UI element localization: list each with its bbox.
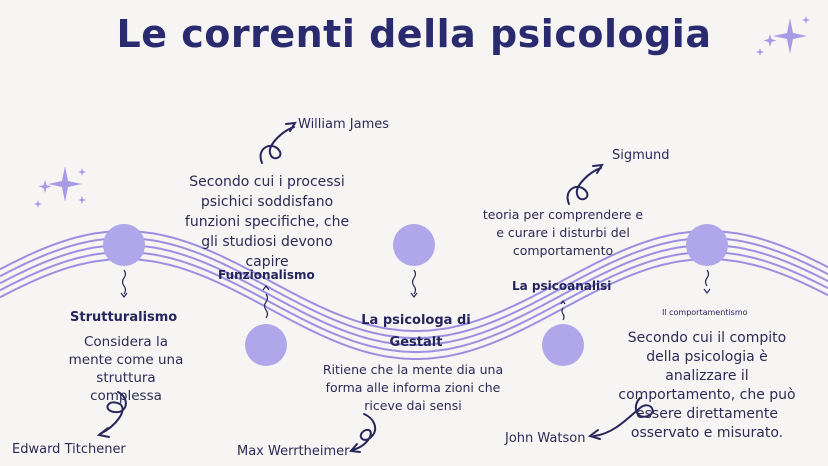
description-comportamentismo: Secondo cui il compito della psicologia … — [618, 330, 796, 441]
arrowhead-funzionalismo — [262, 285, 270, 291]
arrowhead-titchener — [96, 427, 110, 438]
node-gestalt — [393, 224, 435, 266]
person-titchener: Edward Titchener — [12, 442, 126, 457]
sparkle-icon — [763, 34, 777, 47]
page-title: Le correnti della psicologia — [116, 12, 712, 56]
sparkle-icon — [48, 166, 82, 202]
description-strutturalismo: Considera la mente come una struttura co… — [68, 334, 184, 404]
node-psicoanalisi — [542, 324, 584, 366]
curl-arrow-james — [259, 126, 295, 164]
connector-psicoanalisi — [561, 307, 565, 321]
connector-strutturalismo — [121, 269, 127, 295]
description-funzionalismo: Secondo cui i processi psichici soddisfa… — [184, 174, 350, 270]
arrowhead-watson — [587, 429, 601, 440]
curl-arrow-watson — [593, 397, 654, 437]
sparkle-icon — [773, 18, 807, 54]
arrowhead-psicoanalisi — [560, 299, 566, 305]
connector-comportamentismo — [704, 269, 710, 287]
arrowhead-strutturalismo — [120, 292, 128, 298]
node-funzionalismo — [245, 324, 287, 366]
label-psicoanalisi: La psicoanalisi — [512, 279, 612, 293]
label-funzionalismo: Funzionalismo — [218, 268, 315, 282]
arrowhead-gestalt — [410, 292, 418, 298]
sparkle-icon — [802, 16, 810, 24]
label-gestalt: La psicologa di Gestalt — [361, 313, 471, 350]
person-watson: John Watson — [505, 431, 586, 446]
label-strutturalismo: Strutturalismo — [70, 310, 178, 325]
arrowhead-werrtheimer — [349, 443, 361, 453]
description-gestalt: Ritiene che la mente dia una forma alle … — [322, 362, 504, 413]
description-psicoanalisi: teoria per comprendere e e curare i dist… — [482, 207, 644, 258]
sparkle-icon — [756, 48, 764, 56]
node-strutturalismo — [103, 224, 145, 266]
label-comportamentismo: Il comportamentismo — [662, 308, 748, 317]
arrowhead-comportamentismo — [703, 288, 711, 294]
sparkle-icon — [78, 196, 86, 204]
sparkle-icon — [78, 168, 86, 176]
sparkle-icon — [38, 180, 52, 193]
node-comportamentismo — [686, 224, 728, 266]
connector-funzionalismo — [263, 293, 269, 319]
curl-arrow-sigmund — [566, 167, 602, 205]
curl-arrow-werrtheimer — [351, 413, 377, 451]
person-sigmund: Sigmund — [612, 148, 670, 163]
curl-arrow-titchener — [99, 391, 127, 435]
person-james: William James — [298, 117, 390, 132]
sparkle-icon — [34, 200, 42, 208]
connector-gestalt — [411, 269, 417, 295]
arrowhead-sigmund — [592, 163, 604, 174]
person-werrtheimer: Max Werrtheimer — [237, 444, 350, 459]
arrowhead-james — [285, 121, 297, 132]
